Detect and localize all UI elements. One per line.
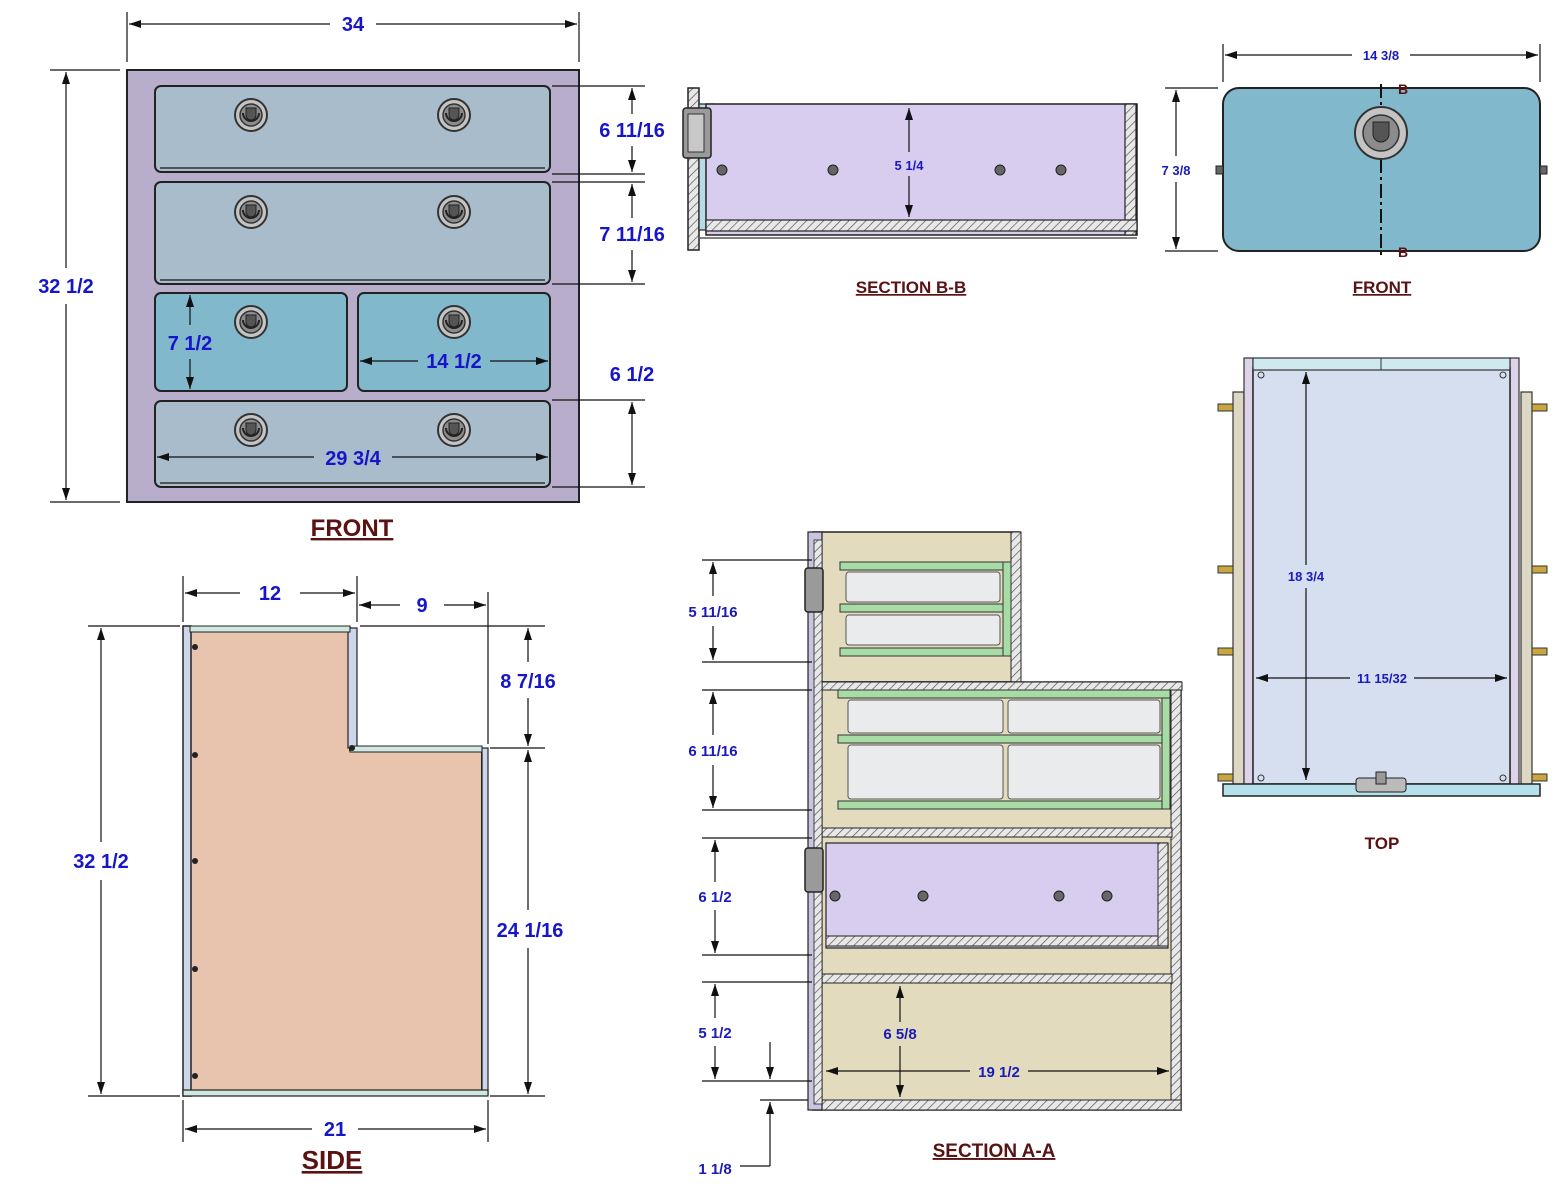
dim-small-drawer-height: 7 1/2 — [168, 333, 212, 355]
latch-icon — [234, 98, 268, 132]
dim-side-step-depth: 9 — [416, 595, 427, 617]
latch-icon — [234, 305, 268, 339]
dim-side-lower-height: 24 1/16 — [497, 920, 564, 942]
dim-small-drawer-width: 14 1/2 — [426, 351, 482, 373]
view-title-side: SIDE — [302, 1145, 363, 1175]
drawer-2 — [154, 181, 551, 285]
section-label-b-bottom: B — [1398, 244, 1408, 260]
dim-side-overall-height: 32 1/2 — [73, 851, 129, 873]
top-view: 18 3/4 11 15/32 TOP — [1217, 357, 1548, 853]
drawer-small-right — [357, 292, 551, 392]
drawer-1 — [154, 85, 551, 173]
latch-icon — [804, 567, 824, 613]
latch-icon — [437, 413, 471, 447]
dim-aa-4: 5 1/2 — [698, 1025, 731, 1042]
dim-side-overall-depth: 21 — [324, 1119, 346, 1141]
drawer-bottom — [154, 400, 551, 488]
view-title-section-bb: SECTION B-B — [856, 278, 967, 297]
front-view: 34 32 1/2 6 11/16 7 11/16 7 1/2 14 1/2 6… — [38, 12, 665, 542]
view-title-section-aa: SECTION A-A — [933, 1141, 1056, 1162]
dim-front-small-width: 14 3/8 — [1363, 48, 1399, 63]
section-bb-view: 5 1/4 SECTION B-B — [682, 87, 1138, 297]
dim-aa-3: 6 1/2 — [698, 889, 731, 906]
dim-overall-width: 34 — [342, 14, 365, 36]
dim-overall-height: 32 1/2 — [38, 276, 94, 298]
dim-side-upper-depth: 12 — [259, 583, 281, 605]
drawer-small-left — [154, 292, 348, 392]
dim-side-step-height: 8 7/16 — [500, 671, 556, 693]
dim-drawer-1-height: 6 11/16 — [599, 120, 665, 142]
view-title-top: TOP — [1365, 834, 1400, 853]
section-label-b-top: B — [1398, 81, 1408, 97]
latch-icon — [437, 305, 471, 339]
latch-icon — [437, 195, 471, 229]
front-small-view: B B 14 3/8 7 3/8 FRONT — [1162, 44, 1548, 297]
view-title-front: FRONT — [311, 515, 394, 542]
dim-aa-inner-depth: 19 1/2 — [978, 1064, 1020, 1081]
dim-drawer-2-height: 7 11/16 — [599, 224, 665, 246]
view-title-front-small: FRONT — [1353, 278, 1412, 297]
dim-aa-2: 6 11/16 — [688, 743, 737, 760]
dim-section-bb-height: 5 1/4 — [895, 158, 925, 173]
dim-aa-1: 5 11/16 — [688, 604, 737, 621]
section-aa-view: 5 11/16 6 11/16 6 1/2 5 1/2 1 1/8 6 5/8 … — [688, 531, 1183, 1178]
latch-icon — [234, 413, 268, 447]
dim-top-depth: 18 3/4 — [1288, 569, 1325, 584]
latch-icon — [804, 847, 824, 893]
top-panel — [1252, 367, 1511, 785]
dim-top-inner-width: 11 15/32 — [1357, 671, 1407, 686]
latch-icon — [234, 195, 268, 229]
latch-icon — [437, 98, 471, 132]
side-panel — [189, 627, 483, 1093]
dim-aa-inner-height: 6 5/8 — [883, 1026, 916, 1043]
dim-front-small-height: 7 3/8 — [1162, 163, 1191, 178]
dim-bottom-drawer-width: 29 3/4 — [325, 448, 381, 470]
dim-aa-5: 1 1/8 — [698, 1161, 731, 1178]
side-view: 12 9 32 1/2 8 7/16 24 1/16 21 SIDE — [73, 576, 563, 1175]
dim-drawer-3-height: 6 1/2 — [610, 364, 654, 386]
